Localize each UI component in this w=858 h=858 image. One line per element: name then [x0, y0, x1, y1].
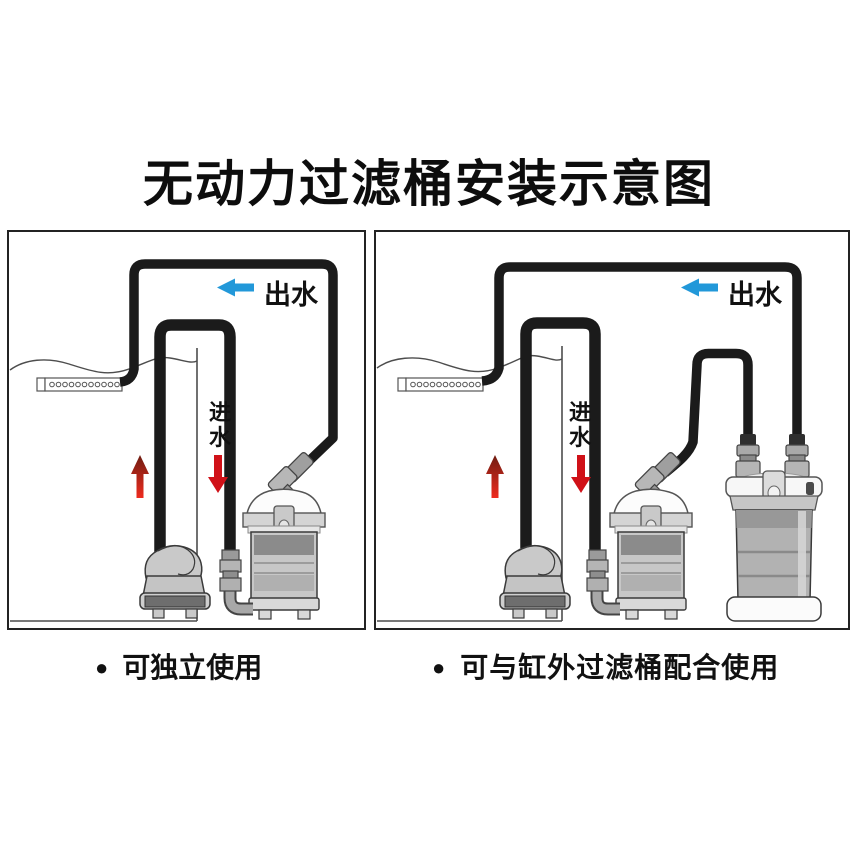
page-title: 无动力过滤桶安装示意图	[143, 156, 715, 212]
outlet-label: 出水	[264, 280, 318, 310]
panel-with-external-canister: 出水 进 水	[374, 230, 850, 630]
upflow-arrow-icon	[486, 455, 504, 498]
caption-text: 可与缸外过滤桶配合使用	[460, 652, 780, 683]
external-canister-diagram	[376, 262, 823, 628]
upflow-arrow-icon	[131, 455, 149, 498]
outlet-pipe	[119, 259, 338, 465]
canister-to-external-pipe	[661, 348, 753, 477]
water-surface	[376, 354, 563, 373]
panel-standalone: 出水 进 水	[7, 230, 366, 630]
standalone-diagram	[9, 259, 338, 628]
bullet-icon: ●	[432, 655, 447, 680]
hose-connector-right	[784, 434, 810, 478]
outlet-flow-arrow-icon	[217, 278, 254, 297]
external-filter-canister	[725, 434, 823, 622]
bullet-icon: ●	[95, 655, 109, 680]
hose-connector-left	[735, 434, 761, 478]
spray-bar	[397, 377, 484, 392]
inlet-label: 进 水	[568, 400, 591, 450]
inlet-flow-arrow-icon	[208, 455, 228, 493]
outlet-flow-arrow-icon	[681, 278, 718, 297]
pump-to-canister-pipe	[520, 317, 601, 560]
caption-with-external: ● 可与缸外过滤桶配合使用	[432, 646, 779, 686]
water-surface	[9, 356, 198, 374]
outlet-pipe	[481, 262, 802, 439]
inlet-label: 进 水	[208, 400, 231, 450]
inlet-flow-arrow-icon	[571, 455, 591, 493]
spray-bar	[36, 377, 123, 392]
caption-text: 可独立使用	[122, 652, 263, 683]
pump-to-canister-pipe	[154, 319, 236, 560]
caption-standalone: ● 可独立使用	[95, 646, 262, 686]
outlet-label: 出水	[728, 280, 782, 310]
